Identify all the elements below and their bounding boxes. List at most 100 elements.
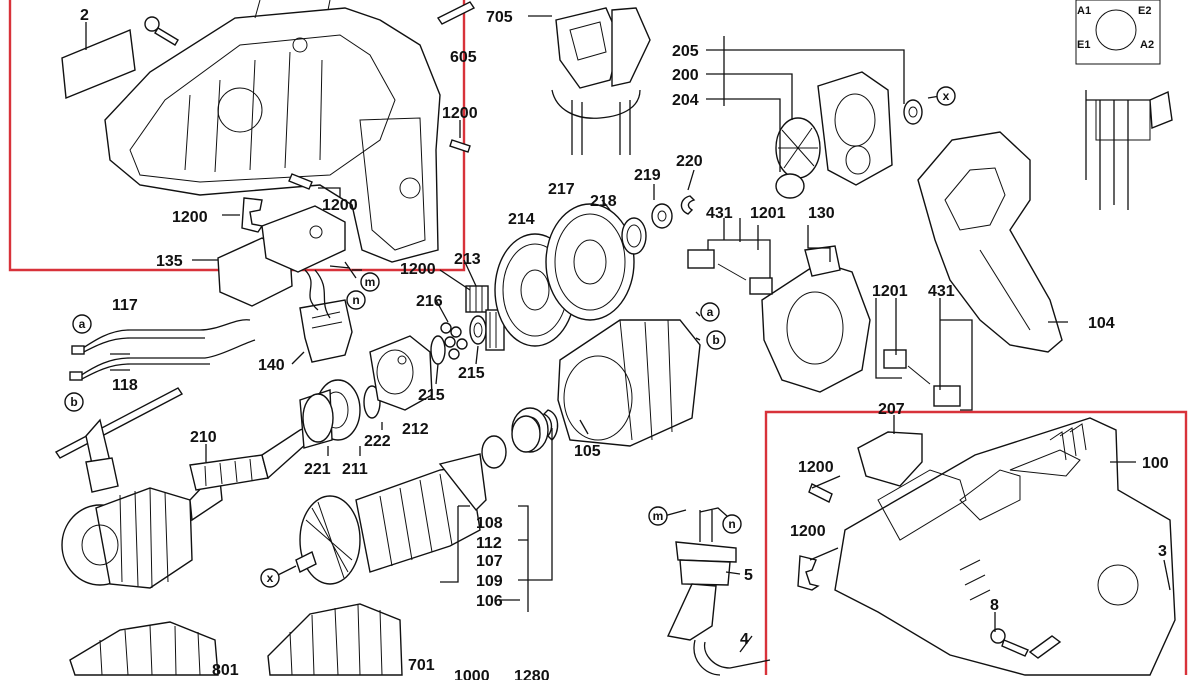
handle-104	[917, 131, 1063, 353]
callout-431-a: 431	[706, 205, 733, 222]
svg-text:b: b	[70, 395, 77, 409]
callout-218: 218	[590, 193, 617, 210]
svg-text:n: n	[352, 293, 359, 307]
lead-117	[71, 319, 251, 355]
washer-x	[903, 99, 923, 125]
callout-105: 105	[574, 443, 601, 460]
clip-1200-front	[797, 555, 820, 591]
callout-117: 117	[112, 297, 138, 314]
callout-107: 107	[476, 553, 503, 570]
marker-n-cable: n	[722, 514, 742, 534]
callout-135: 135	[156, 253, 183, 270]
callout-705: 705	[486, 9, 513, 26]
side-handle-705	[551, 7, 651, 155]
fan-204	[775, 117, 821, 179]
clip-1200	[241, 197, 264, 233]
callout-1200-e: 1200	[798, 459, 834, 476]
callout-222: 222	[364, 433, 391, 450]
cover-207	[857, 431, 923, 487]
marker-b-field: b	[706, 330, 726, 350]
callout-213: 213	[454, 251, 481, 268]
svg-text:n: n	[728, 517, 735, 531]
callout-1200-a: 1200	[442, 105, 478, 122]
drill-chuck-801	[69, 621, 219, 676]
washer-215-upper	[469, 315, 487, 345]
svg-text:a: a	[79, 317, 86, 331]
housing-half-left	[104, 0, 441, 263]
callout-204: 204	[672, 92, 699, 109]
callout-106: 106	[476, 593, 503, 610]
bearing-205	[775, 173, 805, 199]
screw-top	[144, 16, 179, 46]
callout-212: 212	[402, 421, 429, 438]
brush-431-top	[687, 249, 773, 295]
svg-text:b: b	[712, 333, 719, 347]
callout-216: 216	[416, 293, 443, 310]
callout-118: 118	[112, 377, 138, 394]
name-plate-2	[61, 29, 136, 100]
callout-1200-b: 1200	[322, 197, 358, 214]
callout-100: 100	[1142, 455, 1169, 472]
leader-lines	[85, 15, 1171, 653]
callout-112: 112	[476, 535, 502, 552]
svg-text:x: x	[943, 89, 950, 103]
callout-1201-b: 1201	[872, 283, 908, 300]
callout-labels: 2 605 705 205 200 204 1200 1200 1200 120…	[80, 7, 1169, 680]
callout-221: 221	[304, 461, 331, 478]
balls-216	[440, 322, 468, 360]
callout-5: 5	[744, 567, 753, 584]
callout-130: 130	[808, 205, 835, 222]
pinion-213	[465, 285, 505, 351]
screw-8	[990, 628, 1062, 659]
marker-a-117: a	[72, 314, 92, 334]
marker-m-cable: m	[648, 506, 668, 526]
callout-3: 3	[1158, 543, 1167, 560]
callout-1000: 1000	[454, 668, 490, 680]
washer-215-lower	[430, 335, 446, 365]
pin-1200-center	[288, 173, 313, 190]
callout-1201-a: 1201	[750, 205, 786, 222]
pin-605	[436, 1, 476, 25]
callout-220: 220	[676, 153, 703, 170]
lead-118	[69, 339, 256, 381]
gear-217	[545, 203, 635, 321]
switch-leads	[304, 261, 357, 319]
washer-219	[651, 203, 673, 229]
marker-m-switch: m	[360, 272, 380, 292]
circlip-220	[680, 195, 696, 215]
callout-108: 108	[476, 515, 503, 532]
callout-215-a: 215	[458, 365, 485, 382]
gear-housing-100	[834, 417, 1176, 676]
callout-801: 801	[212, 662, 239, 679]
wiring-label-e2: E2	[1138, 5, 1151, 17]
pin-1200-right	[449, 139, 471, 153]
svg-text:x: x	[267, 571, 274, 585]
pin-1200-front	[808, 483, 833, 503]
callout-4: 4	[740, 631, 749, 648]
callout-1200-c: 1200	[172, 209, 208, 226]
callout-1280: 1280	[514, 668, 550, 680]
callout-1200-f: 1200	[790, 523, 826, 540]
wiring-label-e1: E1	[1077, 39, 1090, 51]
cable-strain-relief-5	[666, 510, 737, 641]
callout-219: 219	[634, 167, 661, 184]
wiring-label-a1: A1	[1077, 5, 1091, 17]
callout-2: 2	[80, 7, 89, 24]
highlight-frame-right-housing	[764, 410, 1188, 675]
wiring-label-a2: A2	[1140, 39, 1154, 51]
callout-215-b: 215	[418, 387, 445, 404]
callout-605: 605	[450, 49, 477, 66]
callout-210: 210	[190, 429, 217, 446]
callout-1200-d: 1200	[400, 261, 436, 278]
callout-205: 205	[672, 43, 699, 60]
marker-b-118: b	[64, 392, 84, 412]
field-105	[557, 319, 701, 447]
armature	[295, 453, 487, 585]
svg-text:a: a	[707, 305, 714, 319]
bearing-housing-200	[817, 71, 893, 186]
marker-x-top: x	[936, 86, 956, 106]
callout-104: 104	[1088, 315, 1115, 332]
cable-4	[693, 639, 771, 676]
callout-140: 140	[258, 357, 285, 374]
